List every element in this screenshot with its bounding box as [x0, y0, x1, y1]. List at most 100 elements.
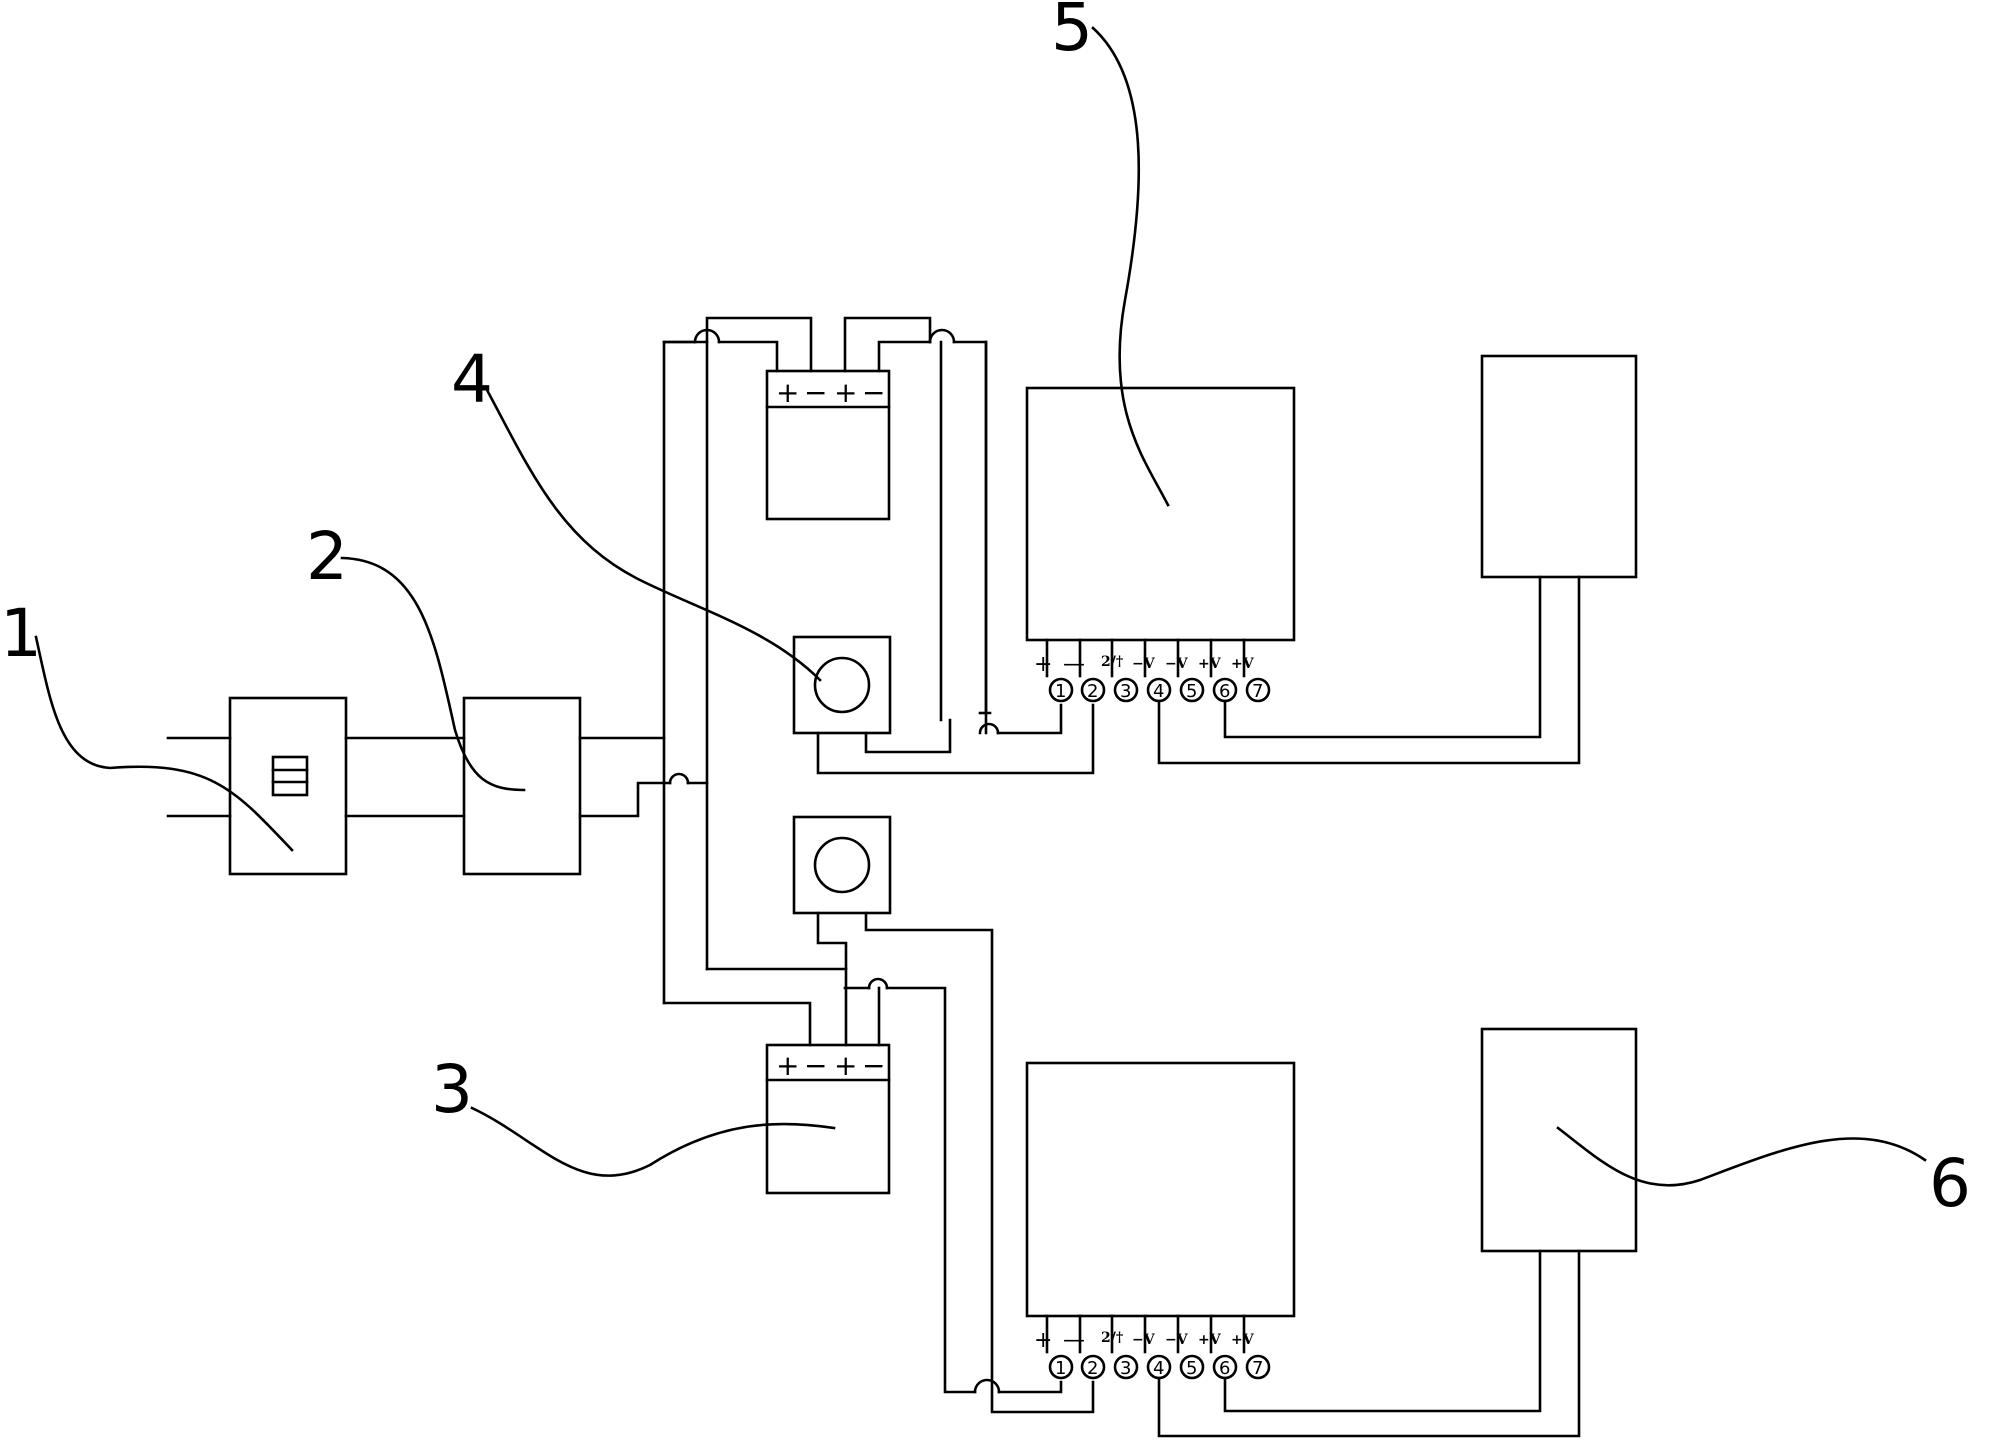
battery-lower: + − + −	[765, 1043, 891, 1195]
battery-sign-minus: −	[804, 376, 827, 409]
terminal-label-2: —	[1063, 652, 1085, 677]
wire-meter-to-term2	[816, 703, 1095, 775]
callout-5: 5	[1051, 0, 1093, 66]
svg-text:4: 4	[1153, 1358, 1164, 1379]
terminal-label-3: 2/†	[1101, 1330, 1123, 1346]
meter-lower	[792, 815, 892, 915]
leader-4	[485, 388, 822, 682]
controller-upper: + — 2/† −V −V +V +V 1 2 3 4 5 6 7	[1025, 386, 1296, 703]
wire-to-bat-minus1	[705, 316, 813, 373]
meter-upper-rect	[792, 635, 892, 735]
svg-text:1: 1	[1055, 1358, 1066, 1379]
terminal-label-6: +V	[1198, 656, 1222, 672]
battery-sign-minus: −	[862, 1049, 885, 1082]
svg-text:3: 3	[1120, 681, 1131, 702]
wire-hop	[928, 328, 956, 344]
meter-lower-dial	[813, 836, 871, 894]
load-lower	[1480, 1027, 1638, 1253]
callout-4: 4	[451, 341, 493, 418]
component-2-rect	[462, 696, 582, 876]
wire-hop	[668, 772, 690, 785]
battery-sign-minus: −	[862, 376, 885, 409]
terminal-label-2: —	[1063, 1328, 1085, 1353]
component-1-switch	[166, 696, 348, 876]
wire-hop	[978, 722, 1000, 735]
switch-indicator	[271, 755, 309, 797]
wire	[877, 340, 932, 373]
wire-lower-term4-to-load	[1157, 1249, 1581, 1438]
leader-5	[1091, 26, 1170, 507]
battery-sign-plus: +	[834, 376, 857, 409]
svg-text:5: 5	[1186, 1358, 1197, 1379]
wire-2-bottom-lead	[578, 781, 672, 818]
wire-meter-lower-left	[816, 911, 848, 1047]
terminal-label-7: +V	[1231, 656, 1255, 672]
leader-6	[1556, 1126, 1927, 1187]
wire-hop	[867, 977, 889, 990]
wire-hop	[973, 1378, 1001, 1394]
terminal-label-5: −V	[1165, 656, 1189, 672]
wire-2-bottom-to-upper-bus	[686, 340, 709, 785]
callout-3: 3	[431, 1051, 473, 1128]
meter-upper-dial	[813, 656, 871, 714]
load-upper	[1480, 354, 1638, 579]
wire-lower-term6-to-load	[1223, 1249, 1542, 1413]
terminal-label-3: 2/†	[1101, 654, 1123, 670]
wire-bus-to-bat-lower	[662, 1001, 812, 1047]
battery-sign-plus: +	[834, 1049, 857, 1082]
wire-to-term1	[996, 703, 1063, 735]
svg-text:4: 4	[1153, 681, 1164, 702]
callout-2: 2	[306, 518, 348, 595]
controller-lower-rect	[1025, 1061, 1296, 1318]
svg-text:7: 7	[1252, 681, 1263, 702]
terminal-label-5: −V	[1165, 1332, 1189, 1348]
terminal-numbers-upper: 1 2 3 4 5 6 7	[1048, 677, 1271, 703]
wire-term4-to-load	[1157, 575, 1581, 765]
battery-sign-plus: +	[776, 1049, 799, 1082]
svg-text:1: 1	[1055, 681, 1066, 702]
terminal-label-6: +V	[1198, 1332, 1222, 1348]
battery-upper: + − + −	[765, 369, 891, 521]
svg-text:3: 3	[1120, 1358, 1131, 1379]
wire-lower-left-run	[885, 986, 977, 1394]
leader-2	[340, 556, 526, 792]
battery-sign-plus: +	[776, 376, 799, 409]
load-lower-rect	[1480, 1027, 1638, 1253]
component-2-box	[462, 696, 582, 876]
wire-2-top-to-upper-bus	[578, 340, 708, 740]
controller-lower: + — 2/† −V −V +V +V 1 2 3 4 5 6 7	[1025, 1061, 1296, 1380]
terminal-numbers-lower: 1 2 3 4 5 6 7	[1048, 1354, 1271, 1380]
svg-text:2: 2	[1087, 681, 1098, 702]
wire-to-bat-plus2	[843, 316, 932, 373]
battery-lower-rect	[765, 1043, 891, 1195]
leader-1	[34, 635, 294, 852]
leader-3	[470, 1106, 836, 1177]
wire-bat-minus2-down	[952, 340, 992, 715]
leader-lines	[34, 26, 1927, 1187]
svg-text:2: 2	[1087, 1358, 1098, 1379]
meter-upper	[792, 635, 892, 735]
wire-to-lower-term1	[997, 1380, 1063, 1394]
terminal-label-1: +	[1034, 1328, 1052, 1353]
terminal-label-7: +V	[1231, 1332, 1255, 1348]
battery-upper-rect	[765, 369, 891, 521]
callout-6: 6	[1929, 1145, 1971, 1222]
switch-box	[228, 696, 348, 876]
meter-lower-rect	[792, 815, 892, 915]
wire-meter-lower-to-term2	[864, 911, 1095, 1414]
terminal-label-1: +	[1034, 652, 1052, 677]
svg-text:7: 7	[1252, 1358, 1263, 1379]
svg-text:5: 5	[1186, 681, 1197, 702]
callout-1: 1	[0, 595, 42, 672]
controller-upper-rect	[1025, 386, 1296, 642]
battery-sign-minus: −	[804, 1049, 827, 1082]
wire-meter-to-bus	[864, 718, 952, 754]
svg-text:6: 6	[1219, 681, 1230, 702]
terminal-label-4: −V	[1132, 656, 1156, 672]
load-upper-rect	[1480, 354, 1638, 579]
wire-to-bat-plus1	[717, 340, 779, 373]
terminal-label-4: −V	[1132, 1332, 1156, 1348]
svg-text:6: 6	[1219, 1358, 1230, 1379]
wire-term6-to-load	[1223, 575, 1542, 739]
